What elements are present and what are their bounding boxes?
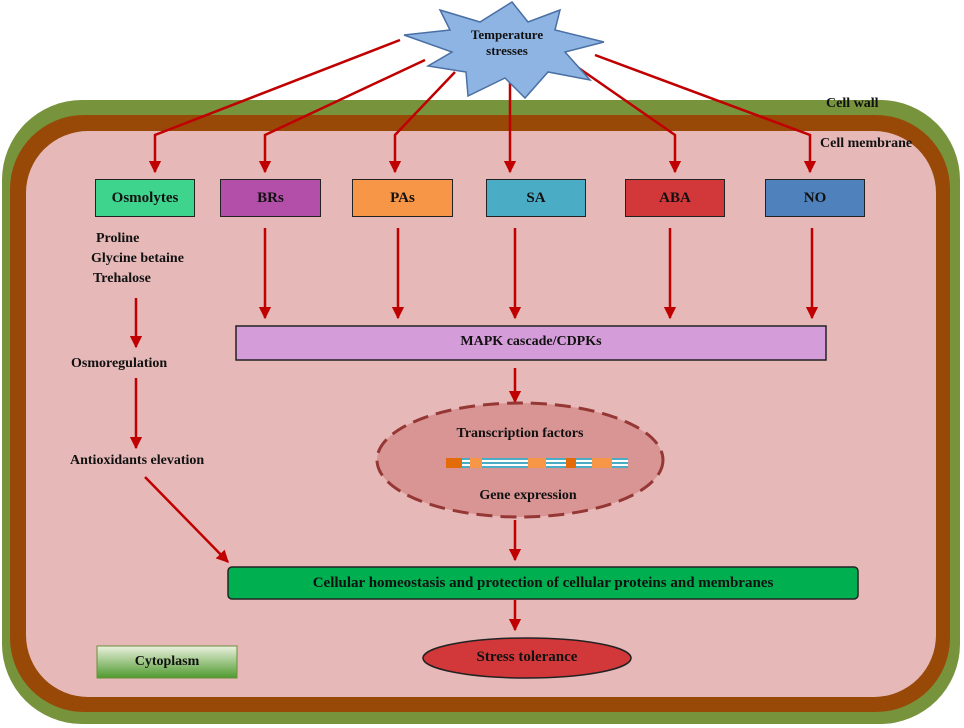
cytoplasm-tag — [96, 645, 238, 679]
mapk-label: MAPK cascade/CDPKs — [460, 334, 602, 349]
antioxidants-label: Antioxidants elevation — [70, 453, 205, 468]
stress-title-line2: stresses — [486, 43, 528, 58]
gene-expression-label: Gene expression — [479, 488, 577, 503]
signal-box-pas: PAs — [352, 179, 453, 217]
homeostasis-bar — [227, 566, 859, 600]
signal-box-osmolytes: Osmolytes — [95, 179, 195, 217]
signal-label: PAs — [390, 189, 415, 206]
signal-label: BRs — [257, 189, 284, 206]
cytoplasm-label: Cytoplasm — [134, 654, 200, 669]
signal-box-brs: BRs — [220, 179, 321, 217]
signal-box-aba: ABA — [625, 179, 725, 217]
signal-box-no: NO — [765, 179, 865, 217]
signal-label: SA — [526, 189, 546, 206]
signal-label: ABA — [659, 189, 691, 206]
dna-strand — [446, 458, 628, 468]
homeostasis-label: Cellular homeostasis and protection of c… — [312, 575, 774, 591]
transcription-factors-label: Transcription factors — [456, 426, 584, 441]
arrow-to-no — [594, 53, 817, 174]
osmolyte-glycine-betaine: Glycine betaine — [91, 251, 184, 266]
stress-tolerance-label: Stress tolerance — [476, 649, 578, 665]
stress-title-line1: Temperature — [470, 27, 544, 42]
stress-tolerance-ellipse — [422, 637, 632, 679]
stress-title: Temperature stresses — [452, 27, 562, 59]
cell-wall-label: Cell wall — [826, 96, 879, 111]
arrow-to-osmolytes — [148, 38, 401, 174]
signal-box-sa: SA — [486, 179, 586, 217]
osmolyte-proline: Proline — [96, 231, 140, 246]
signal-label: Osmolytes — [111, 189, 179, 206]
cell-membrane-label: Cell membrane — [820, 136, 913, 151]
stress-arrows — [129, 38, 819, 632]
arrow-to-aba — [569, 60, 682, 174]
arrow-to-brs — [258, 58, 426, 174]
arrow-antioxidants-homeostasis — [144, 476, 229, 563]
temperature-stress-star — [403, 1, 605, 100]
mapk-bar — [235, 325, 827, 361]
arrow-to-pas — [388, 71, 456, 174]
osmoregulation-label: Osmoregulation — [71, 356, 168, 371]
osmolyte-trehalose: Trehalose — [93, 271, 151, 286]
signal-label: NO — [803, 189, 827, 206]
